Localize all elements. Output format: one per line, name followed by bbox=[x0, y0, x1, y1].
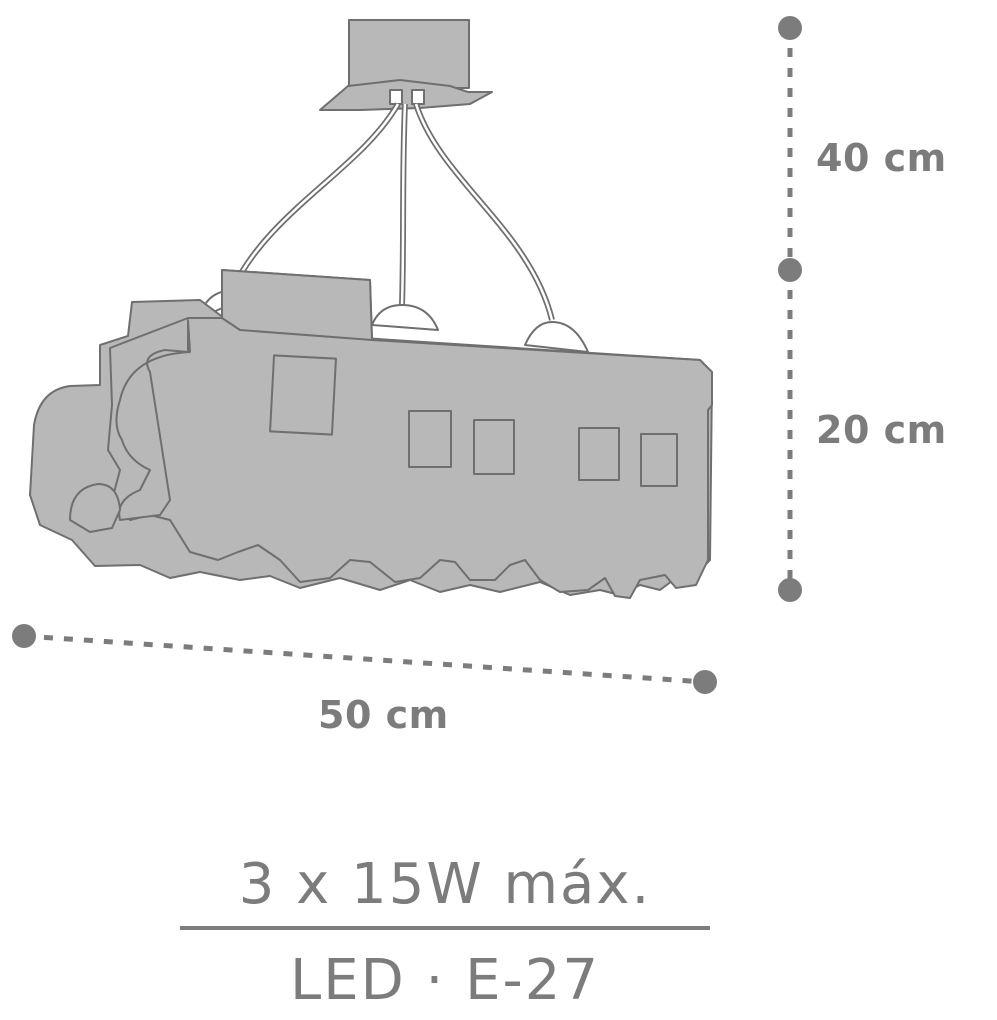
body-height-label: 20 cm bbox=[816, 408, 947, 452]
height-bottom-point bbox=[778, 578, 802, 602]
window-2 bbox=[473, 419, 515, 475]
suspension-cables-inner bbox=[230, 103, 554, 321]
power-spec: 3 x 15W máx. bbox=[238, 852, 652, 917]
spec-divider bbox=[180, 926, 710, 930]
width-left-point bbox=[12, 624, 36, 648]
suspension-height-label: 40 cm bbox=[816, 136, 947, 180]
window-3 bbox=[578, 427, 620, 481]
socket-right bbox=[524, 321, 589, 353]
cab-window bbox=[269, 354, 337, 436]
height-top-point bbox=[778, 16, 802, 40]
cab-roof bbox=[221, 269, 373, 341]
width-dimension-line bbox=[23, 633, 706, 685]
window-1 bbox=[408, 410, 452, 468]
bulb-spec: LED · E-27 bbox=[290, 948, 600, 1013]
locomotive-front bbox=[115, 319, 191, 521]
width-right-point bbox=[693, 670, 717, 694]
window-4 bbox=[640, 433, 678, 487]
socket-middle bbox=[371, 304, 439, 331]
width-label: 50 cm bbox=[318, 693, 449, 737]
train-lamp-illustration bbox=[29, 19, 713, 599]
front-buffer bbox=[69, 483, 121, 533]
ceiling-canopy bbox=[319, 19, 493, 111]
dimension-points bbox=[12, 16, 802, 694]
dimension-lines bbox=[23, 28, 793, 685]
height-middle-point bbox=[778, 258, 802, 282]
